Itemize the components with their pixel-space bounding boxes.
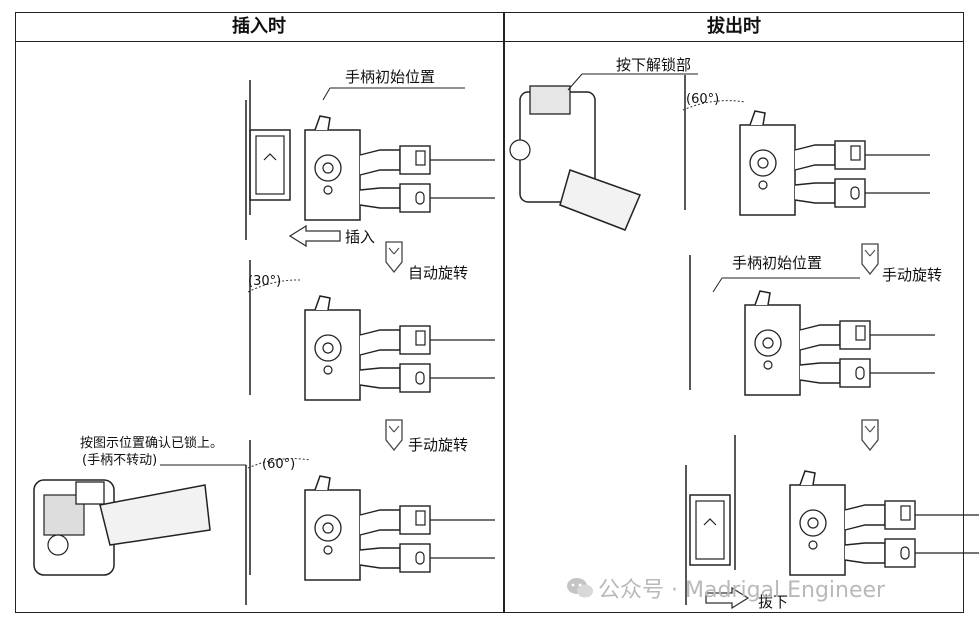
remove-column-title: 拔出时 xyxy=(707,16,761,37)
connector-illustration-right xyxy=(509,85,642,231)
column-divider xyxy=(503,12,505,613)
label-insert: 插入 xyxy=(345,228,376,246)
connector-illustration-left xyxy=(33,479,211,576)
label-manual-rotate-right: 手动旋转 xyxy=(882,266,943,284)
label-handle-not-rotate: (手柄不转动) xyxy=(82,453,158,468)
insert-column-title: 插入时 xyxy=(232,16,286,37)
header-row xyxy=(15,12,964,42)
watermark-text: 公众号 · Madrigal Engineer xyxy=(598,578,886,603)
label-handle-initial-position: 手柄初始位置 xyxy=(345,68,436,86)
label-angle-60-right: (60°) xyxy=(686,92,720,107)
label-handle-initial-position-right: 手柄初始位置 xyxy=(732,254,823,272)
label-pull-out: 拔下 xyxy=(758,593,789,611)
label-confirm-locked: 按图示位置确认已锁上。 xyxy=(80,436,224,451)
table-frame xyxy=(15,12,964,613)
label-auto-rotate: 自动旋转 xyxy=(408,264,469,282)
wechat-icon xyxy=(567,578,593,598)
label-press-unlock: 按下解锁部 xyxy=(616,56,692,74)
label-angle-60-left: (60°) xyxy=(262,457,296,472)
label-manual-rotate-left: 手动旋转 xyxy=(408,436,469,454)
label-angle-30: (30°) xyxy=(248,274,282,289)
